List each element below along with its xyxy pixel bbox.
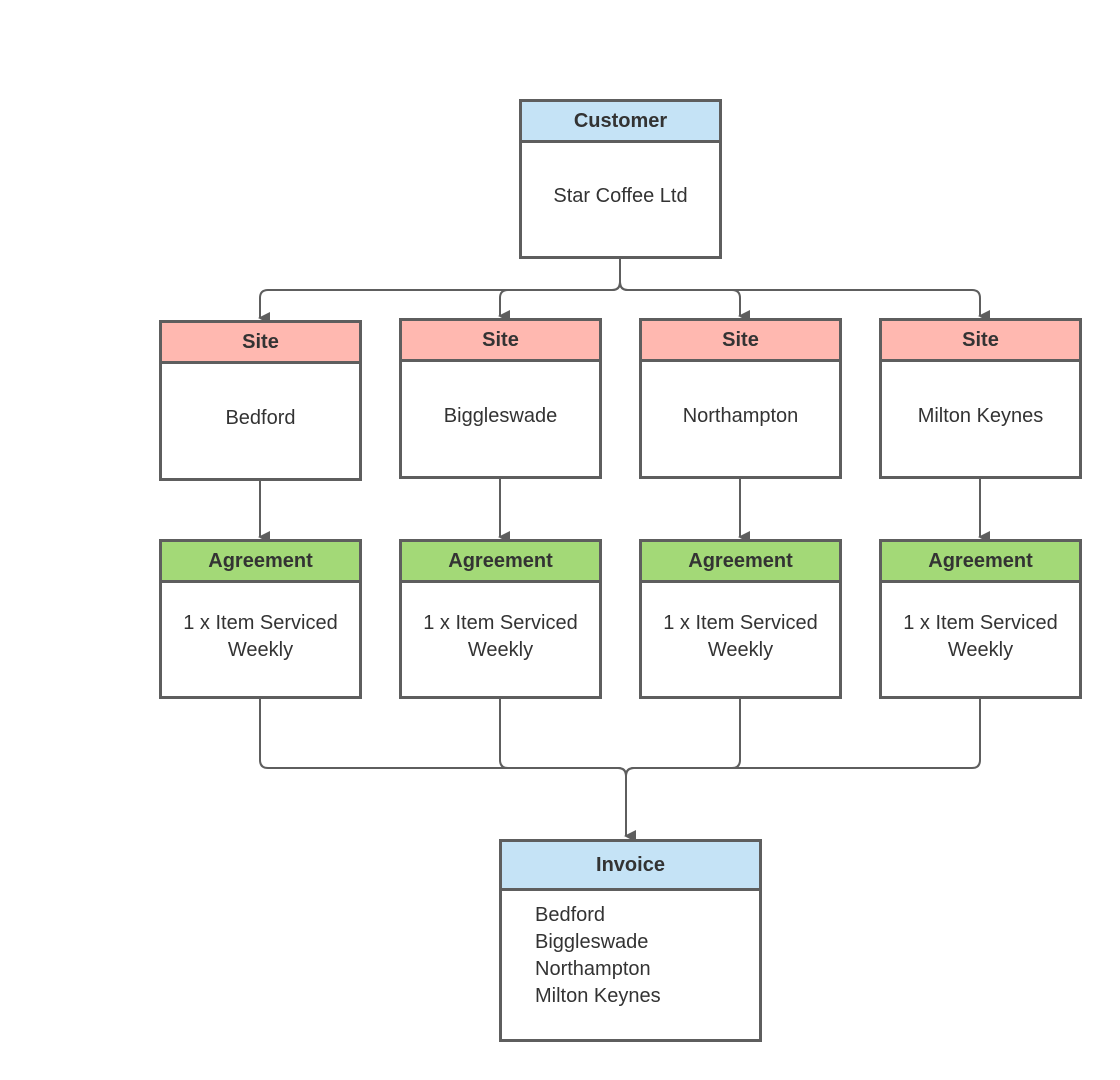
agreement-header: Agreement (402, 542, 599, 583)
agreement-body: 1 x Item Serviced Weekly (642, 580, 839, 693)
site-header: Site (162, 323, 359, 364)
agreement-box-4: Agreement 1 x Item Serviced Weekly (879, 539, 1082, 699)
site-name: Northampton (682, 404, 799, 427)
agreement-text: 1 x Item Serviced Weekly (423, 611, 578, 661)
agreement-header: Agreement (882, 542, 1079, 583)
agreement-body: 1 x Item Serviced Weekly (402, 580, 599, 693)
invoice-site-list: Bedford Biggleswade Northampton Milton K… (535, 902, 661, 1010)
agreement-text: 1 x Item Serviced Weekly (903, 611, 1058, 661)
invoice-line: Northampton (535, 958, 651, 980)
site-header: Site (402, 321, 599, 362)
agreement-text: 1 x Item Serviced Weekly (663, 611, 818, 661)
agreement-header: Agreement (162, 542, 359, 583)
invoice-line: Biggleswade (535, 931, 649, 953)
agreement-box-3: Agreement 1 x Item Serviced Weekly (639, 539, 842, 699)
site-header: Site (882, 321, 1079, 362)
agreement-box-2: Agreement 1 x Item Serviced Weekly (399, 539, 602, 699)
agreement-text: 1 x Item Serviced Weekly (183, 611, 338, 661)
agreement-body: 1 x Item Serviced Weekly (162, 580, 359, 693)
site-name: Biggleswade (443, 404, 558, 427)
site-box-milton-keynes: Site Milton Keynes (879, 318, 1082, 479)
site-box-biggleswade: Site Biggleswade (399, 318, 602, 479)
site-name: Bedford (225, 406, 296, 429)
customer-box: Customer Star Coffee Ltd (519, 99, 722, 259)
connector-customer-to-site-milton-keynes (619, 258, 990, 322)
site-box-northampton: Site Northampton (639, 318, 842, 479)
connector-customer-to-site-biggleswade (498, 258, 621, 322)
connector-customer-to-site-bedford (258, 258, 621, 324)
site-box-bedford: Site Bedford (159, 320, 362, 481)
connector-agreement-4-to-invoice (625, 698, 981, 836)
invoice-line: Milton Keynes (535, 985, 661, 1007)
customer-name: Star Coffee Ltd (553, 185, 688, 207)
invoice-header: Invoice (502, 842, 759, 891)
connector-agreement-2-to-invoice (499, 698, 627, 836)
site-header: Site (642, 321, 839, 362)
agreement-box-1: Agreement 1 x Item Serviced Weekly (159, 539, 362, 699)
agreement-header: Agreement (642, 542, 839, 583)
invoice-box: Invoice Bedford Biggleswade Northampton … (499, 839, 762, 1042)
connector-customer-to-site-northampton (619, 258, 750, 322)
invoice-line: Bedford (535, 904, 606, 926)
customer-header: Customer (522, 102, 719, 143)
agreement-body: 1 x Item Serviced Weekly (882, 580, 1079, 693)
site-name: Milton Keynes (917, 404, 1044, 427)
